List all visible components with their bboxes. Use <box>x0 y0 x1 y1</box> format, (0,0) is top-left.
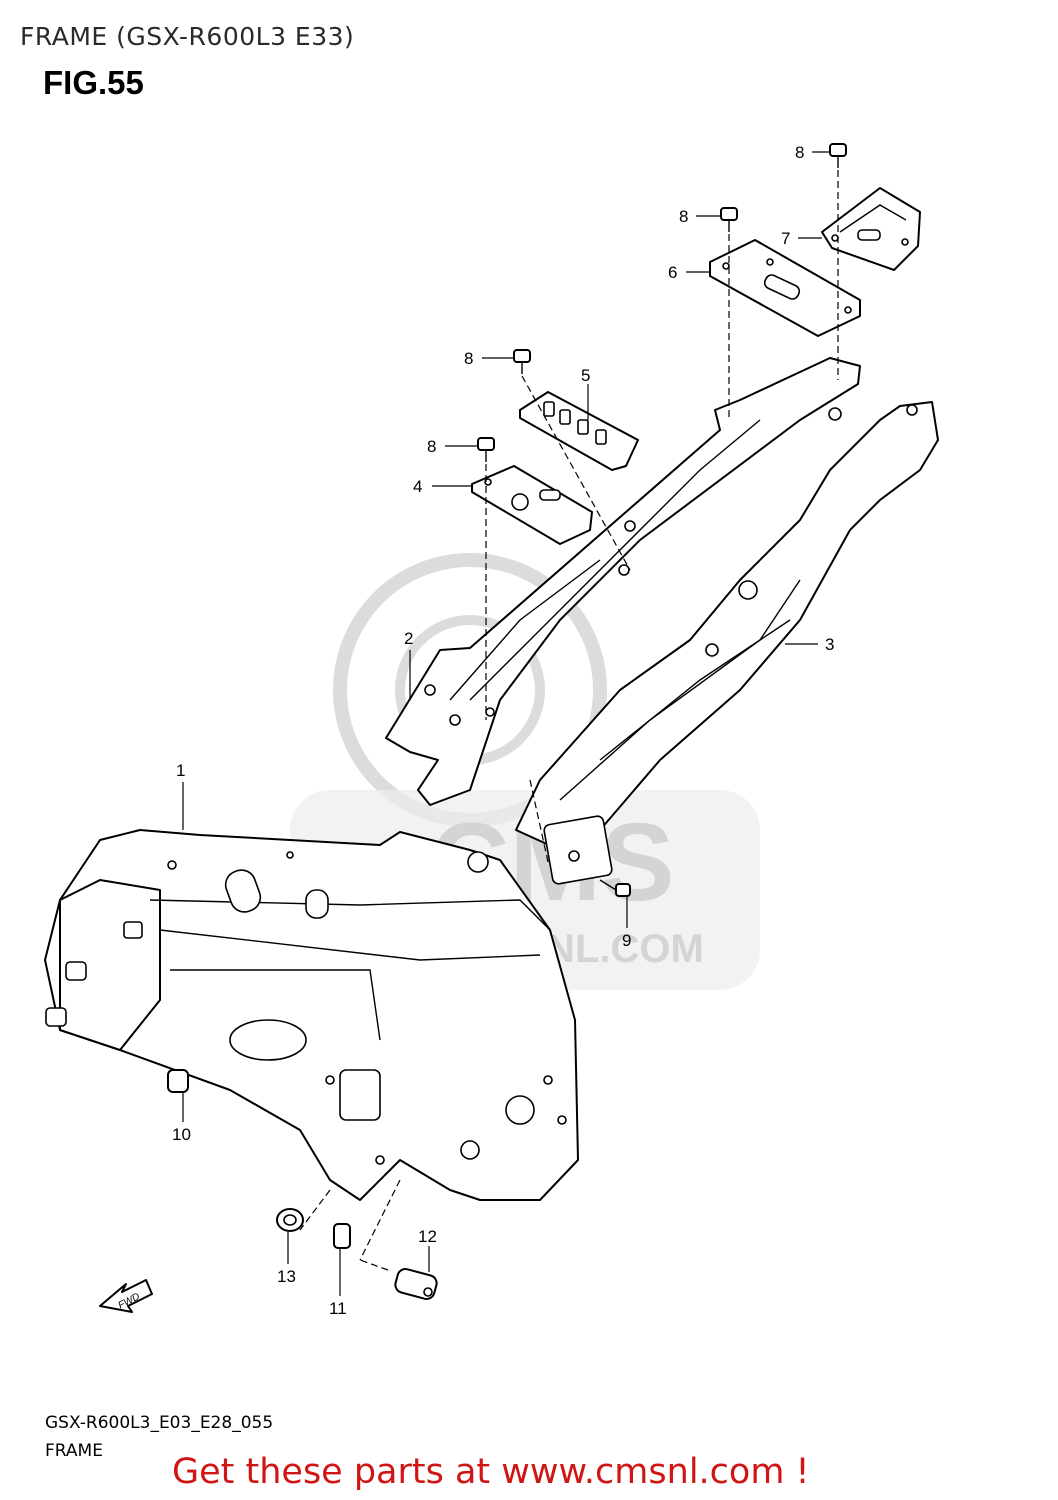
callout-13[interactable]: 13 <box>277 1267 296 1286</box>
callout-3[interactable]: 3 <box>825 635 834 654</box>
part-6-plate[interactable] <box>709 239 861 337</box>
part-1-main-frame[interactable] <box>44 829 579 1201</box>
callout-9[interactable]: 9 <box>622 931 631 950</box>
callout-7[interactable]: 7 <box>781 229 790 248</box>
diagram-title: FRAME (GSX-R600L3 E33) <box>20 22 355 51</box>
diagram-code: GSX-R600L3_E03_E28_055 <box>45 1413 274 1433</box>
forward-direction-arrow: FWD <box>99 1279 153 1313</box>
part-3-right-seat-rail[interactable] <box>515 401 939 885</box>
callout-4[interactable]: 4 <box>413 477 422 496</box>
part-4-plate[interactable] <box>471 465 593 545</box>
part-11-bolt[interactable] <box>333 1223 351 1249</box>
callout-8-upper[interactable]: 8 <box>464 349 473 368</box>
figure-number: FIG.55 <box>43 64 144 101</box>
callout-11[interactable]: 11 <box>329 1299 347 1318</box>
part-13-grommet[interactable] <box>276 1208 304 1232</box>
callout-10[interactable]: 10 <box>172 1125 191 1144</box>
callout-8-lower[interactable]: 8 <box>427 437 436 456</box>
part-8-bolt-d[interactable] <box>477 437 495 462</box>
part-7-bracket[interactable] <box>821 187 921 271</box>
callout-1[interactable]: 1 <box>176 761 185 780</box>
callout-2[interactable]: 2 <box>404 629 413 648</box>
callout-8-top[interactable]: 8 <box>795 143 804 162</box>
part-10-collar[interactable] <box>167 1069 189 1093</box>
part-9-bolt[interactable] <box>599 879 631 897</box>
diagram-name: FRAME <box>45 1441 103 1461</box>
part-8-bolt-c[interactable] <box>513 349 531 374</box>
leader-lines <box>182 151 830 1296</box>
callout-5[interactable]: 5 <box>581 366 590 385</box>
part-8-bolt-b[interactable] <box>720 207 738 232</box>
get-parts-link[interactable]: Get these parts at www.cmsnl.com ! <box>172 1452 810 1492</box>
callout-12[interactable]: 12 <box>418 1227 437 1246</box>
part-2-left-seat-rail[interactable] <box>385 357 861 806</box>
part-12-plug[interactable] <box>394 1267 439 1301</box>
part-5-slotted-plate[interactable] <box>519 391 639 471</box>
callout-8-plate[interactable]: 8 <box>679 207 688 226</box>
callout-6[interactable]: 6 <box>668 263 677 282</box>
assembly-lines <box>299 170 839 1271</box>
part-8-bolt-a[interactable] <box>829 143 847 168</box>
